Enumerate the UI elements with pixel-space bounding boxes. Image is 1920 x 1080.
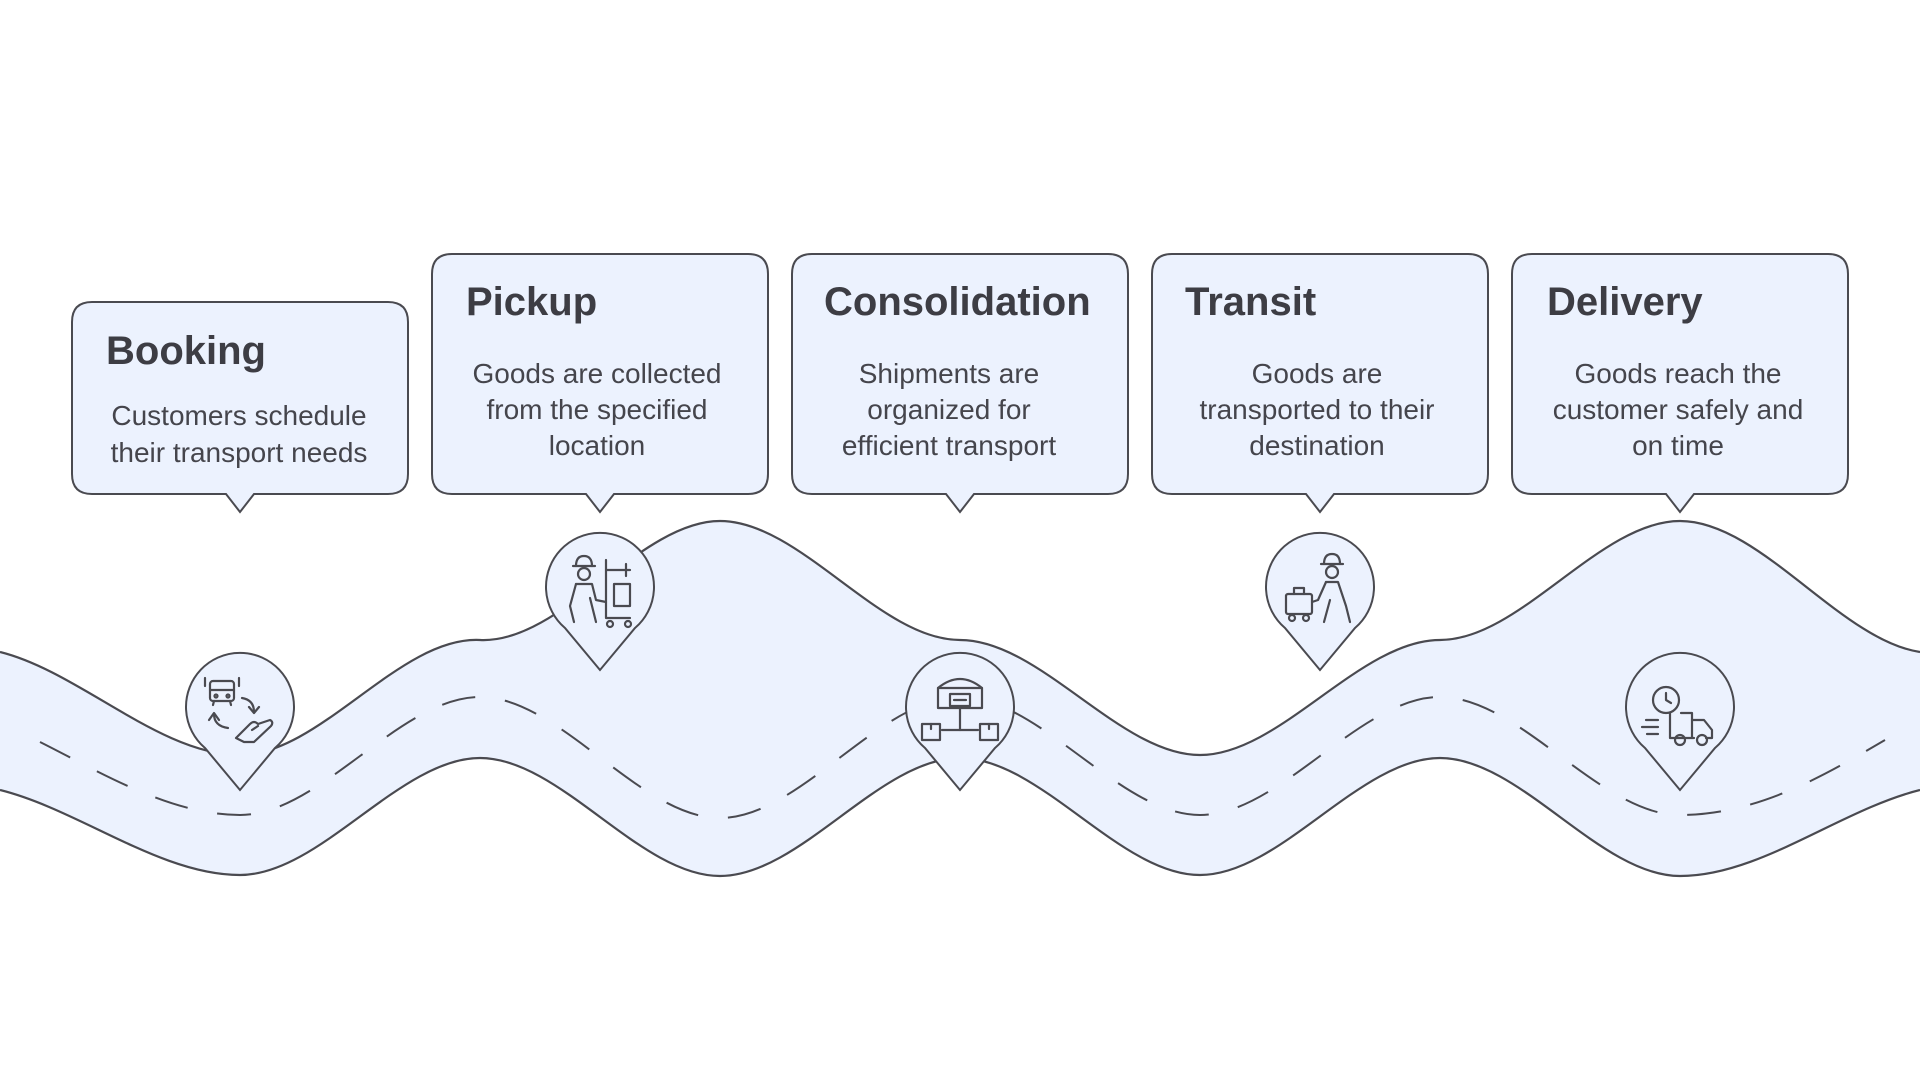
road-top-edge xyxy=(0,519,1920,757)
step-description-line: organized for xyxy=(867,394,1030,425)
step-description-line: Goods are xyxy=(1252,358,1383,389)
step-title: Delivery xyxy=(1547,280,1703,324)
step-title: Booking xyxy=(106,329,266,373)
step-description-line: Goods are collected xyxy=(472,358,721,389)
map-pin-marker xyxy=(185,651,295,792)
step-description-line: Shipments are xyxy=(859,358,1040,389)
step-description-line: transported to their xyxy=(1199,394,1434,425)
step-card-transit: Transit Goods are transported to their d… xyxy=(1151,253,1489,514)
card-bubble xyxy=(71,301,409,514)
worker-cart-icon xyxy=(568,554,633,629)
pin-pickup xyxy=(545,531,655,672)
porter-luggage-icon xyxy=(1284,552,1352,624)
step-description-line: customer safely and xyxy=(1553,394,1804,425)
step-description-line: their transport needs xyxy=(111,437,368,468)
step-card-pickup: Pickup Goods are collected from the spec… xyxy=(431,253,769,514)
step-title: Transit xyxy=(1185,280,1316,324)
step-card-consolidation: Consolidation Shipments are organized fo… xyxy=(791,253,1129,514)
card-bubble xyxy=(431,253,769,514)
step-title: Consolidation xyxy=(824,280,1091,324)
callout-cards: Booking Customers schedule their transpo… xyxy=(71,253,1849,514)
step-card-booking: Booking Customers schedule their transpo… xyxy=(71,301,409,514)
delivery-truck-clock-icon xyxy=(1640,685,1714,747)
step-description-line: Customers schedule xyxy=(111,400,366,431)
card-bubble xyxy=(1151,253,1489,514)
step-description-line: destination xyxy=(1249,430,1384,461)
map-pin-marker xyxy=(1265,531,1375,672)
card-bubble xyxy=(791,253,1129,514)
map-pin-marker xyxy=(1625,651,1735,792)
step-title: Pickup xyxy=(466,280,597,324)
step-description-line: Goods reach the xyxy=(1574,358,1781,389)
pin-transit xyxy=(1265,531,1375,672)
step-description-line: efficient transport xyxy=(842,430,1056,461)
booking-transport-icon xyxy=(203,676,274,744)
card-bubble xyxy=(1511,253,1849,514)
pin-delivery xyxy=(1625,651,1735,792)
step-description-line: location xyxy=(549,430,646,461)
map-pins xyxy=(185,531,1735,792)
pin-booking xyxy=(185,651,295,792)
pin-consolidation xyxy=(905,651,1015,792)
step-description-line: on time xyxy=(1632,430,1724,461)
step-description-line: from the specified xyxy=(487,394,708,425)
warehouse-network-icon xyxy=(920,677,1000,742)
step-card-delivery: Delivery Goods reach the customer safely… xyxy=(1511,253,1849,514)
